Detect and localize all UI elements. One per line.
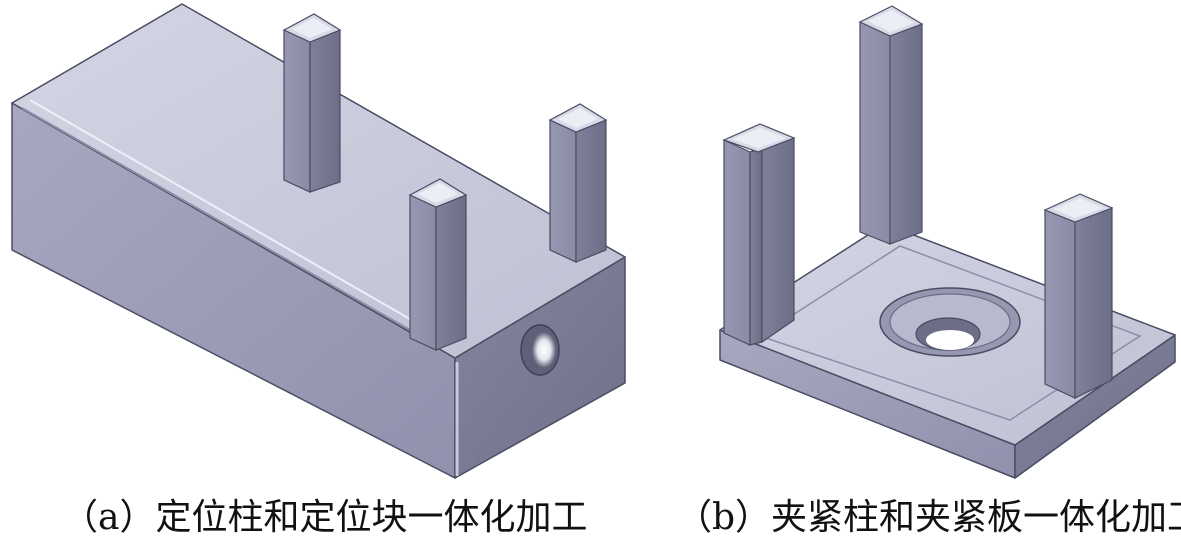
counterbore-hole bbox=[879, 287, 1021, 357]
clamping-post-left bbox=[722, 123, 796, 346]
locating-pin-1 bbox=[282, 13, 342, 193]
side-hole bbox=[520, 324, 560, 376]
block-step-highlight bbox=[29, 99, 416, 323]
locating-pin-3 bbox=[548, 103, 608, 263]
locating-block-assembly bbox=[11, 3, 626, 479]
caption-b: （b）夹紧柱和夹紧板一体化加工 bbox=[676, 497, 1181, 538]
plate-inner-rim bbox=[758, 245, 1142, 421]
locating-pin-2 bbox=[408, 178, 468, 351]
caption-a: （a）定位柱和定位块一体化加工 bbox=[62, 497, 588, 538]
clamping-post-right bbox=[1043, 193, 1114, 399]
clamping-post-back bbox=[858, 5, 924, 245]
clamping-plate-assembly bbox=[719, 5, 1176, 479]
